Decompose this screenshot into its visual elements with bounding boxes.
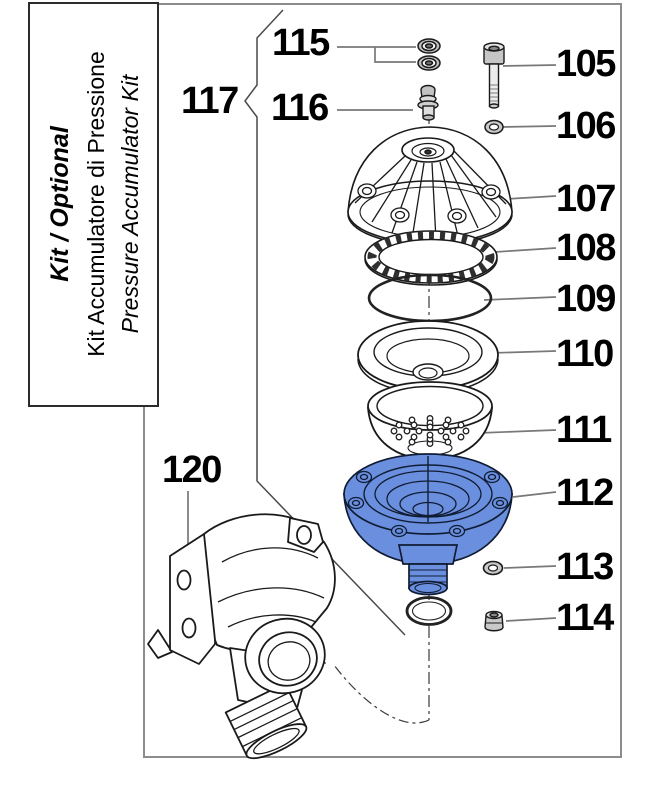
part-115-washers — [417, 38, 441, 71]
leader-106 — [502, 125, 557, 128]
part-120-pump-body — [147, 513, 336, 760]
part-113-ring — [482, 560, 504, 576]
kit-label-box: Kit / Optional Kit Accumulatore di Press… — [28, 2, 159, 407]
leader-107 — [505, 195, 557, 200]
part-label-111: 111 — [556, 409, 612, 451]
part-label-109: 109 — [556, 278, 616, 320]
kit-bracket-117 — [244, 9, 406, 636]
part-label-113: 113 — [556, 546, 614, 588]
kit-subtitle-italian: Kit Accumulatore di Pressione — [83, 51, 109, 357]
leader-108 — [494, 247, 557, 253]
part-116-valve — [417, 84, 439, 121]
part-label-114: 114 — [556, 597, 614, 639]
part-label-107: 107 — [556, 178, 616, 220]
leader-105 — [502, 64, 557, 67]
part-label-108: 108 — [556, 227, 616, 269]
leader-111 — [478, 429, 557, 434]
part-label-115: 115 — [272, 22, 330, 64]
part-label-110: 110 — [556, 333, 614, 375]
leader-110 — [490, 350, 557, 354]
part-114-plug — [484, 610, 504, 632]
part-label-105: 105 — [556, 43, 616, 85]
leader-115b — [374, 47, 416, 63]
part-label-120: 120 — [162, 449, 222, 491]
part-107-cover-dome — [347, 126, 513, 246]
part-label-112: 112 — [556, 472, 614, 514]
part-label-116: 116 — [271, 87, 329, 129]
part-112-accumulator-flange — [343, 453, 513, 596]
leader-113 — [503, 565, 557, 569]
part-108-retaining-ring — [364, 230, 498, 286]
callout-leaders — [187, 46, 557, 622]
part-label-117: 117 — [181, 80, 239, 122]
part-105-screw — [483, 42, 505, 109]
kit-title: Kit / Optional — [46, 126, 74, 282]
part-label-106: 106 — [556, 105, 616, 147]
part-106-washer — [484, 119, 504, 135]
kit-subtitle-english: Pressure Accumulator Kit — [117, 74, 143, 334]
leader-114 — [505, 617, 557, 622]
leader-109 — [483, 296, 557, 301]
leader-112 — [512, 491, 557, 498]
part-111-perforated-cup — [367, 381, 493, 460]
part-lower-oring — [405, 596, 453, 626]
